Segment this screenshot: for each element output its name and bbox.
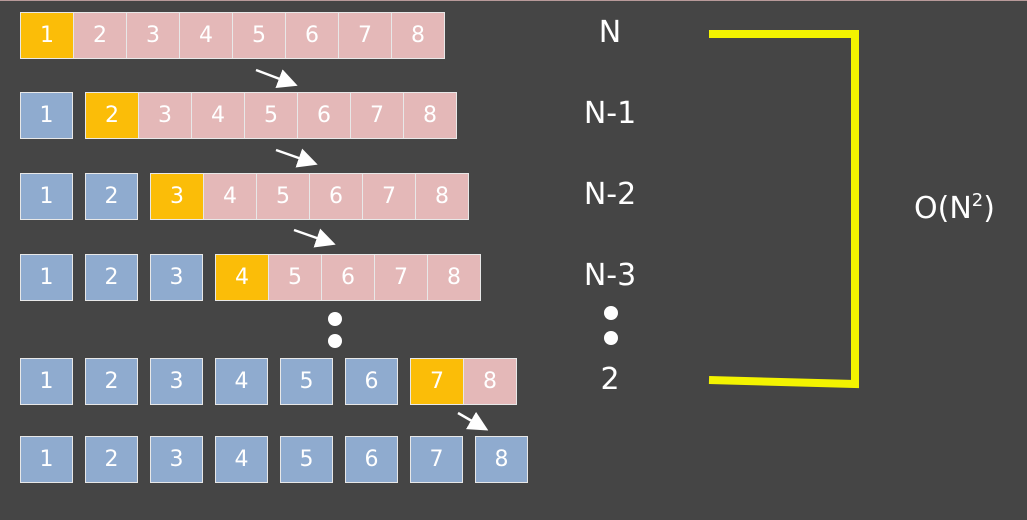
sorted-cell: 1: [20, 92, 73, 139]
pass-count-label: N-1: [583, 96, 637, 131]
unsorted-cell: 7: [362, 173, 416, 220]
unsorted-cell: 7: [374, 254, 428, 301]
sorted-cell: 1: [20, 254, 73, 301]
sorted-cell: 4: [215, 436, 268, 483]
sorted-cell: 2: [85, 254, 138, 301]
ellipsis-dot-right-bottom: [604, 331, 618, 345]
unsorted-cell: 5: [244, 92, 298, 139]
sorted-cell: 1: [20, 173, 73, 220]
complexity-close: ): [983, 191, 995, 226]
unsorted-cell: 8: [391, 12, 445, 59]
unsorted-cell: 8: [427, 254, 481, 301]
unsorted-cell: 7: [350, 92, 404, 139]
sorted-cell: 4: [215, 358, 268, 405]
sorted-cell: 2: [85, 436, 138, 483]
pass-count-label: N: [598, 15, 622, 50]
complexity-base: O(N: [914, 191, 972, 226]
top-border-line: [0, 0, 1027, 1]
sorted-cell: 3: [150, 254, 203, 301]
sorted-cell: 6: [345, 358, 398, 405]
step-arrow-1: [255, 68, 298, 89]
unsorted-cell: 4: [191, 92, 245, 139]
complexity-bracket: [708, 30, 859, 389]
current-min-cell: 1: [20, 12, 74, 59]
ellipsis-dot-left-bottom: [328, 334, 342, 348]
step-arrow-4: [457, 411, 489, 431]
pass-count-label: N-2: [583, 177, 637, 212]
current-min-cell: 2: [85, 92, 139, 139]
unsorted-cell: 8: [403, 92, 457, 139]
sorted-cell: 3: [150, 358, 203, 405]
ellipsis-dot-left-top: [328, 312, 342, 326]
pass-count-label: N-3: [583, 258, 637, 293]
pass-count-label: 2: [600, 362, 620, 397]
sorted-cell: 5: [280, 358, 333, 405]
unsorted-cell: 6: [285, 12, 339, 59]
sorted-cell: 7: [410, 436, 463, 483]
current-min-cell: 4: [215, 254, 269, 301]
step-arrow-2: [275, 148, 318, 168]
current-min-cell: 7: [410, 358, 464, 405]
complexity-exponent: 2: [971, 190, 984, 211]
sorted-cell: 8: [475, 436, 528, 483]
unsorted-cell: 6: [321, 254, 375, 301]
sorted-cell: 5: [280, 436, 333, 483]
unsorted-cell: 8: [415, 173, 469, 220]
unsorted-cell: 5: [232, 12, 286, 59]
sorted-cell: 2: [85, 173, 138, 220]
sorted-cell: 6: [345, 436, 398, 483]
sorted-cell: 3: [150, 436, 203, 483]
unsorted-cell: 7: [338, 12, 392, 59]
current-min-cell: 3: [150, 173, 204, 220]
step-arrow-3: [293, 228, 336, 248]
unsorted-cell: 5: [256, 173, 310, 220]
complexity-label: O(N2): [914, 190, 995, 226]
unsorted-cell: 8: [463, 358, 517, 405]
sorted-cell: 2: [85, 358, 138, 405]
sorted-cell: 1: [20, 358, 73, 405]
sorted-cell: 1: [20, 436, 73, 483]
unsorted-cell: 3: [126, 12, 180, 59]
unsorted-cell: 5: [268, 254, 322, 301]
ellipsis-dot-right-top: [604, 306, 618, 320]
